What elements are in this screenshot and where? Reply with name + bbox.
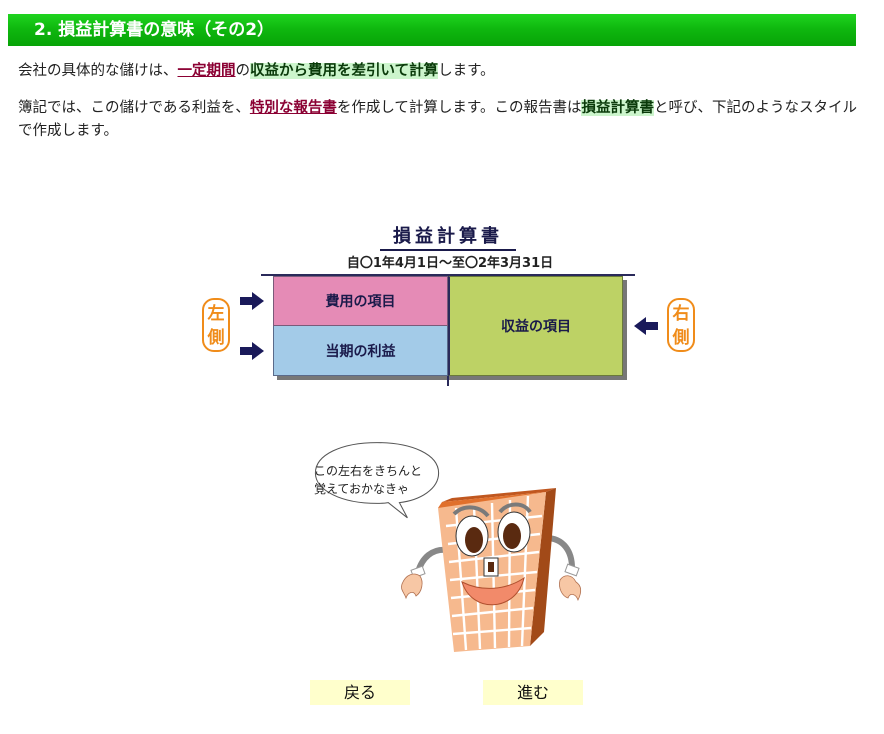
speech-bubble (314, 442, 440, 519)
arrow-left-icon (634, 317, 658, 335)
keyword-link-special-report[interactable]: 特別な報告書 (249, 100, 337, 116)
net-income-label: 当期の利益 (325, 343, 396, 360)
left-side-badge: 左 側 (202, 298, 230, 352)
text: 簿記では、この儲けである利益を、 (18, 100, 250, 116)
cost-items-box: 費用の項目 (273, 276, 448, 326)
keyword-highlight-income-statement: 損益計算書 (581, 100, 654, 116)
net-income-box: 当期の利益 (273, 326, 448, 376)
text: を作成して計算します。この報告書は (336, 100, 582, 116)
right-side-badge: 右 側 (667, 298, 695, 352)
left-side-char-1: 左 (207, 304, 225, 324)
diagram-shadow (623, 280, 627, 380)
income-statement-title: 損益計算書 (380, 222, 516, 251)
keyword-link-fixed-period[interactable]: 一定期間 (177, 63, 236, 79)
keyword-highlight-revenue-minus-cost: 収益から費用を差引いて計算 (250, 63, 439, 79)
text: と呼び、下記のようなスタイルで作成します。 (18, 100, 857, 139)
text: 会社の具体的な儲けは、 (18, 63, 178, 79)
section-title: 2. 損益計算書の意味（その2） (34, 20, 275, 40)
text: の (235, 63, 251, 79)
revenue-items-box: 収益の項目 (448, 276, 623, 376)
next-button[interactable]: 進む (483, 680, 583, 705)
revenue-items-label: 収益の項目 (501, 319, 571, 335)
speech-bubble-text: この左右をきちんと 覚えておかなきゃ (314, 462, 454, 498)
text: します。 (438, 63, 495, 79)
speech-line-1: この左右をきちんと (314, 464, 423, 478)
intro-paragraph-1: 会社の具体的な儲けは、一定期間の収益から費用を差引いて計算します。 (18, 60, 868, 83)
speech-line-2: 覚えておかなきゃ (314, 482, 410, 496)
left-side-char-2: 側 (207, 328, 225, 348)
arrow-right-icon (240, 342, 264, 360)
building-mascot-icon (401, 488, 582, 652)
cost-items-label: 費用の項目 (325, 294, 396, 310)
diagram-shadow (277, 376, 627, 380)
back-button[interactable]: 戻る (310, 680, 410, 705)
section-header: 2. 損益計算書の意味（その2） (8, 14, 856, 46)
intro-paragraph-2: 簿記では、この儲けである利益を、特別な報告書を作成して計算します。この報告書は損… (18, 97, 868, 143)
right-side-char-2: 側 (672, 328, 690, 348)
right-side-char-1: 右 (672, 304, 690, 324)
income-statement-period: 自〇1年4月1日～至〇2年3月31日 (346, 256, 554, 271)
diagram-center-rule (447, 376, 449, 386)
diagram-top-rule (261, 274, 635, 276)
arrow-right-icon (240, 292, 264, 310)
